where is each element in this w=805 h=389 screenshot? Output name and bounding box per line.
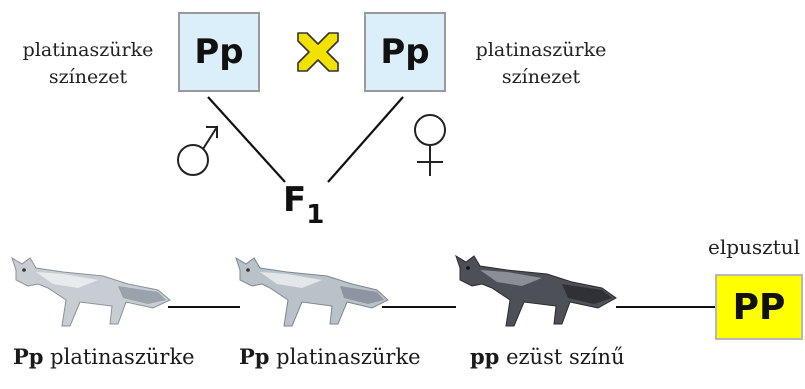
male-symbol-icon [177, 126, 218, 176]
cross-symbol-icon [297, 32, 339, 72]
offspring-caption-1: Pp platinaszürke [13, 344, 195, 369]
lethal-genotype: PP [732, 286, 786, 328]
left-parent-phenotype: platinaszürke színezet [8, 37, 168, 91]
lethal-genotype-box: PP [715, 274, 803, 340]
left-parent-phenotype-line2: színezet [48, 66, 128, 88]
offspring-phenotype-3: ezüst színű [506, 345, 625, 369]
f1-subscript: 1 [306, 199, 325, 230]
left-parent-phenotype-line1: platinaszürke [22, 39, 154, 61]
right-parent-phenotype: platinaszürke színezet [456, 37, 626, 91]
fox-illustration-2 [235, 256, 389, 327]
fox-illustration-1 [11, 256, 171, 327]
female-line [327, 96, 404, 183]
f1-label: F1 [283, 180, 324, 230]
lethal-status: elpusztul [708, 235, 801, 259]
offspring-phenotype-1: platinaszürke [50, 345, 195, 369]
offspring-genotype-2: Pp [239, 344, 270, 369]
male-line [207, 96, 286, 183]
offspring-caption-2: Pp platinaszürke [239, 344, 421, 369]
fox-illustration-3 [455, 254, 617, 327]
offspring-caption-3: pp ezüst színű [470, 344, 625, 369]
left-parent-genotype: Pp [194, 32, 244, 72]
right-parent-phenotype-line2: színezet [501, 66, 581, 88]
right-parent-phenotype-line1: platinaszürke [475, 39, 607, 61]
f1-letter: F [283, 180, 307, 220]
right-parent-genotype-box: Pp [364, 12, 446, 92]
offspring-genotype-1: Pp [13, 344, 44, 369]
offspring-phenotype-2: platinaszürke [276, 345, 421, 369]
right-parent-genotype: Pp [380, 32, 430, 72]
female-symbol-icon [414, 114, 446, 176]
left-parent-genotype-box: Pp [178, 12, 260, 92]
offspring-genotype-3: pp [470, 344, 500, 369]
